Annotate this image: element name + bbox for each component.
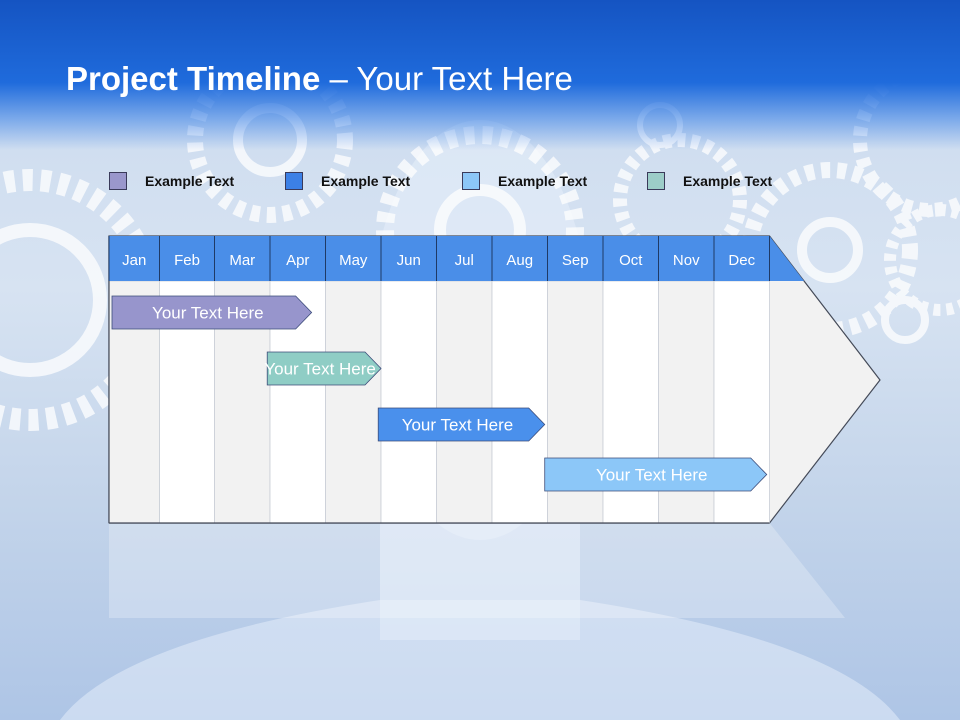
legend-label: Example Text — [145, 173, 235, 189]
month-label: Feb — [174, 252, 200, 269]
title-rest: – Your Text Here — [320, 60, 573, 97]
month-label: Jan — [122, 252, 146, 269]
task-bar[interactable] — [111, 295, 313, 330]
legend-swatch — [647, 172, 665, 190]
month-label: Apr — [286, 252, 309, 269]
month-label: May — [339, 252, 368, 269]
timeline-reflection — [109, 523, 845, 618]
task-bar-label: Your Text Here — [264, 360, 376, 379]
legend-item: Example Text — [109, 171, 234, 191]
month-label: Jun — [397, 252, 421, 269]
month-label: Sep — [562, 252, 589, 269]
legend-swatch — [285, 172, 303, 190]
task-bar-label: Your Text Here — [152, 304, 264, 323]
month-label: Aug — [506, 252, 533, 269]
month-column — [380, 280, 437, 524]
legend-label: Example Text — [321, 173, 411, 189]
task-bar-label: Your Text Here — [402, 416, 514, 435]
task-bar-label: Your Text Here — [596, 466, 708, 485]
month-column — [436, 280, 493, 524]
legend-item: Example Text — [462, 171, 587, 191]
month-column — [325, 280, 382, 524]
header-band — [0, 0, 960, 150]
legend-label: Example Text — [683, 173, 773, 189]
task-bar[interactable] — [544, 457, 768, 492]
task-bar[interactable] — [266, 351, 382, 386]
month-label: Oct — [619, 252, 643, 269]
legend-swatch — [109, 172, 127, 190]
month-label: Mar — [229, 252, 255, 269]
timeline-header — [109, 236, 805, 281]
legend-swatch — [462, 172, 480, 190]
task-bar[interactable] — [377, 407, 546, 442]
month-label: Nov — [673, 252, 700, 269]
title-bold: Project Timeline — [66, 60, 321, 97]
page-title: Project Timeline – Your Text Here — [66, 60, 573, 98]
month-label: Jul — [455, 252, 474, 269]
month-label: Dec — [728, 252, 755, 269]
legend-item: Example Text — [285, 171, 410, 191]
month-column — [491, 280, 548, 524]
legend-item: Example Text — [647, 171, 772, 191]
legend-label: Example Text — [498, 173, 588, 189]
